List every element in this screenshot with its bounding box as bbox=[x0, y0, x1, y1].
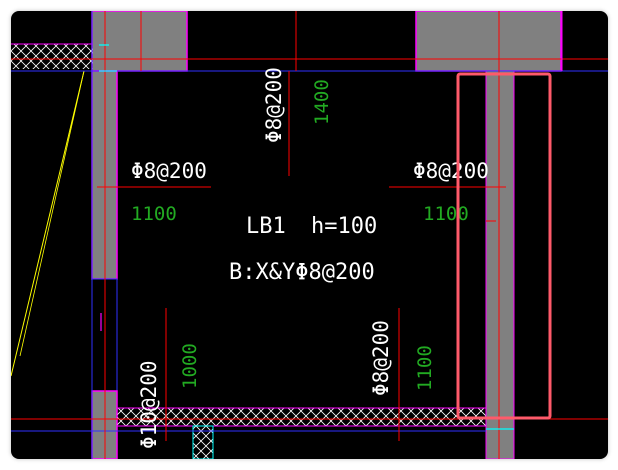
length-label-top: 1400 bbox=[311, 79, 333, 125]
diagonal-lines bbox=[11, 70, 85, 377]
cyan-marks bbox=[99, 44, 514, 430]
right-wall bbox=[485, 70, 515, 459]
top-right-wall bbox=[415, 11, 562, 72]
slab-height: h=100 bbox=[311, 214, 377, 239]
top-left-wall bbox=[91, 11, 188, 72]
bottom-hatch-stub bbox=[192, 425, 214, 459]
slab-label: LB1 bbox=[246, 214, 286, 239]
top-left-hatch bbox=[11, 44, 93, 69]
rebar-label-left: Φ8@200 bbox=[131, 159, 207, 183]
length-label-left: 1100 bbox=[131, 203, 177, 225]
length-label-bottom-left: 1000 bbox=[179, 343, 201, 389]
length-label-right: 1100 bbox=[423, 203, 469, 225]
bottom-rebar-label: B:X&YΦ8@200 bbox=[229, 260, 375, 285]
length-label-bottom-mid: 1100 bbox=[414, 345, 436, 391]
cad-drawing-canvas[interactable]: Φ8@200 1400 Φ8@200 1100 Φ8@200 1100 LB1 … bbox=[11, 11, 608, 459]
cad-viewport[interactable]: Φ8@200 1400 Φ8@200 1100 Φ8@200 1100 LB1 … bbox=[11, 11, 608, 459]
bottom-hatch bbox=[116, 407, 487, 427]
rebar-label-right: Φ8@200 bbox=[413, 159, 489, 183]
rebar-label-bottom-left: Φ10@200 bbox=[137, 360, 161, 449]
rebar-label-top: Φ8@200 bbox=[262, 67, 286, 143]
highlight-box bbox=[456, 72, 552, 420]
rebar-label-bottom-mid: Φ8@200 bbox=[369, 320, 393, 396]
